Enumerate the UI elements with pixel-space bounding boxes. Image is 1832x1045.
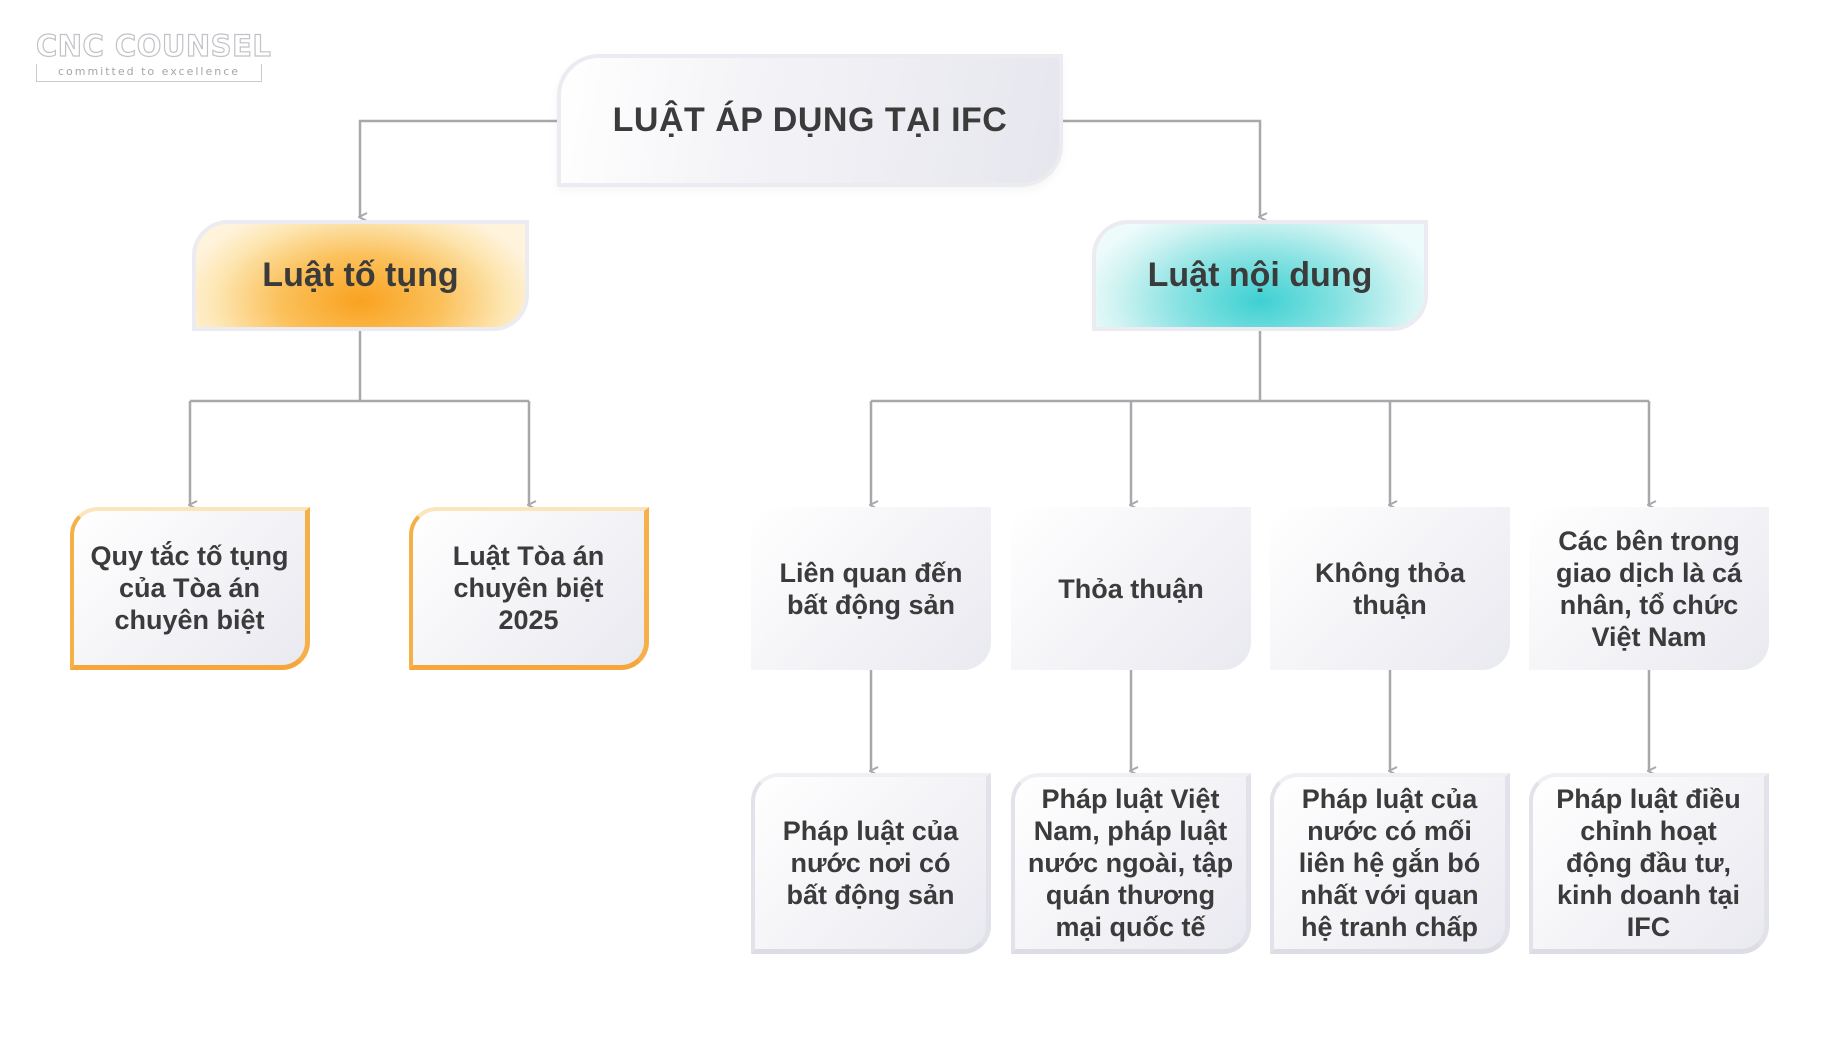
law-real-estate-node: Pháp luật của nước nơi có bất động sản <box>751 773 991 954</box>
law-agreement-node: Pháp luật Việt Nam, pháp luật nước ngoài… <box>1011 773 1251 954</box>
case-agreement-node: Thỏa thuận <box>1011 507 1251 670</box>
law-no-agreement-node: Pháp luật của nước có mối liên hệ gắn bó… <box>1270 773 1510 954</box>
diagram-title: LUẬT ÁP DỤNG TẠI IFC <box>557 54 1063 187</box>
logo-tagline: committed to excellence <box>36 64 262 82</box>
category-procedural-law: Luật tố tụng <box>192 220 529 331</box>
company-logo: CNC COUNSEL committed to excellence <box>35 29 272 82</box>
case-no-agreement-node: Không thỏa thuận <box>1270 507 1510 670</box>
connector-title-substantive <box>1063 119 1260 217</box>
connector-title-procedural <box>360 119 557 217</box>
specialized-court-law-node: Luật Tòa án chuyên biệt 2025 <box>409 507 649 670</box>
procedural-rules-node: Quy tắc tố tụng của Tòa án chuyên biệt <box>70 507 310 670</box>
case-real-estate-node: Liên quan đến bất động sản <box>751 507 991 670</box>
law-vietnamese-parties-node: Pháp luật điều chỉnh hoạt động đầu tư, k… <box>1529 773 1769 954</box>
category-substantive-law: Luật nội dung <box>1092 220 1428 331</box>
case-vietnamese-parties-node: Các bên trong giao dịch là cá nhân, tổ c… <box>1529 507 1769 670</box>
logo-name: CNC COUNSEL <box>35 29 272 63</box>
